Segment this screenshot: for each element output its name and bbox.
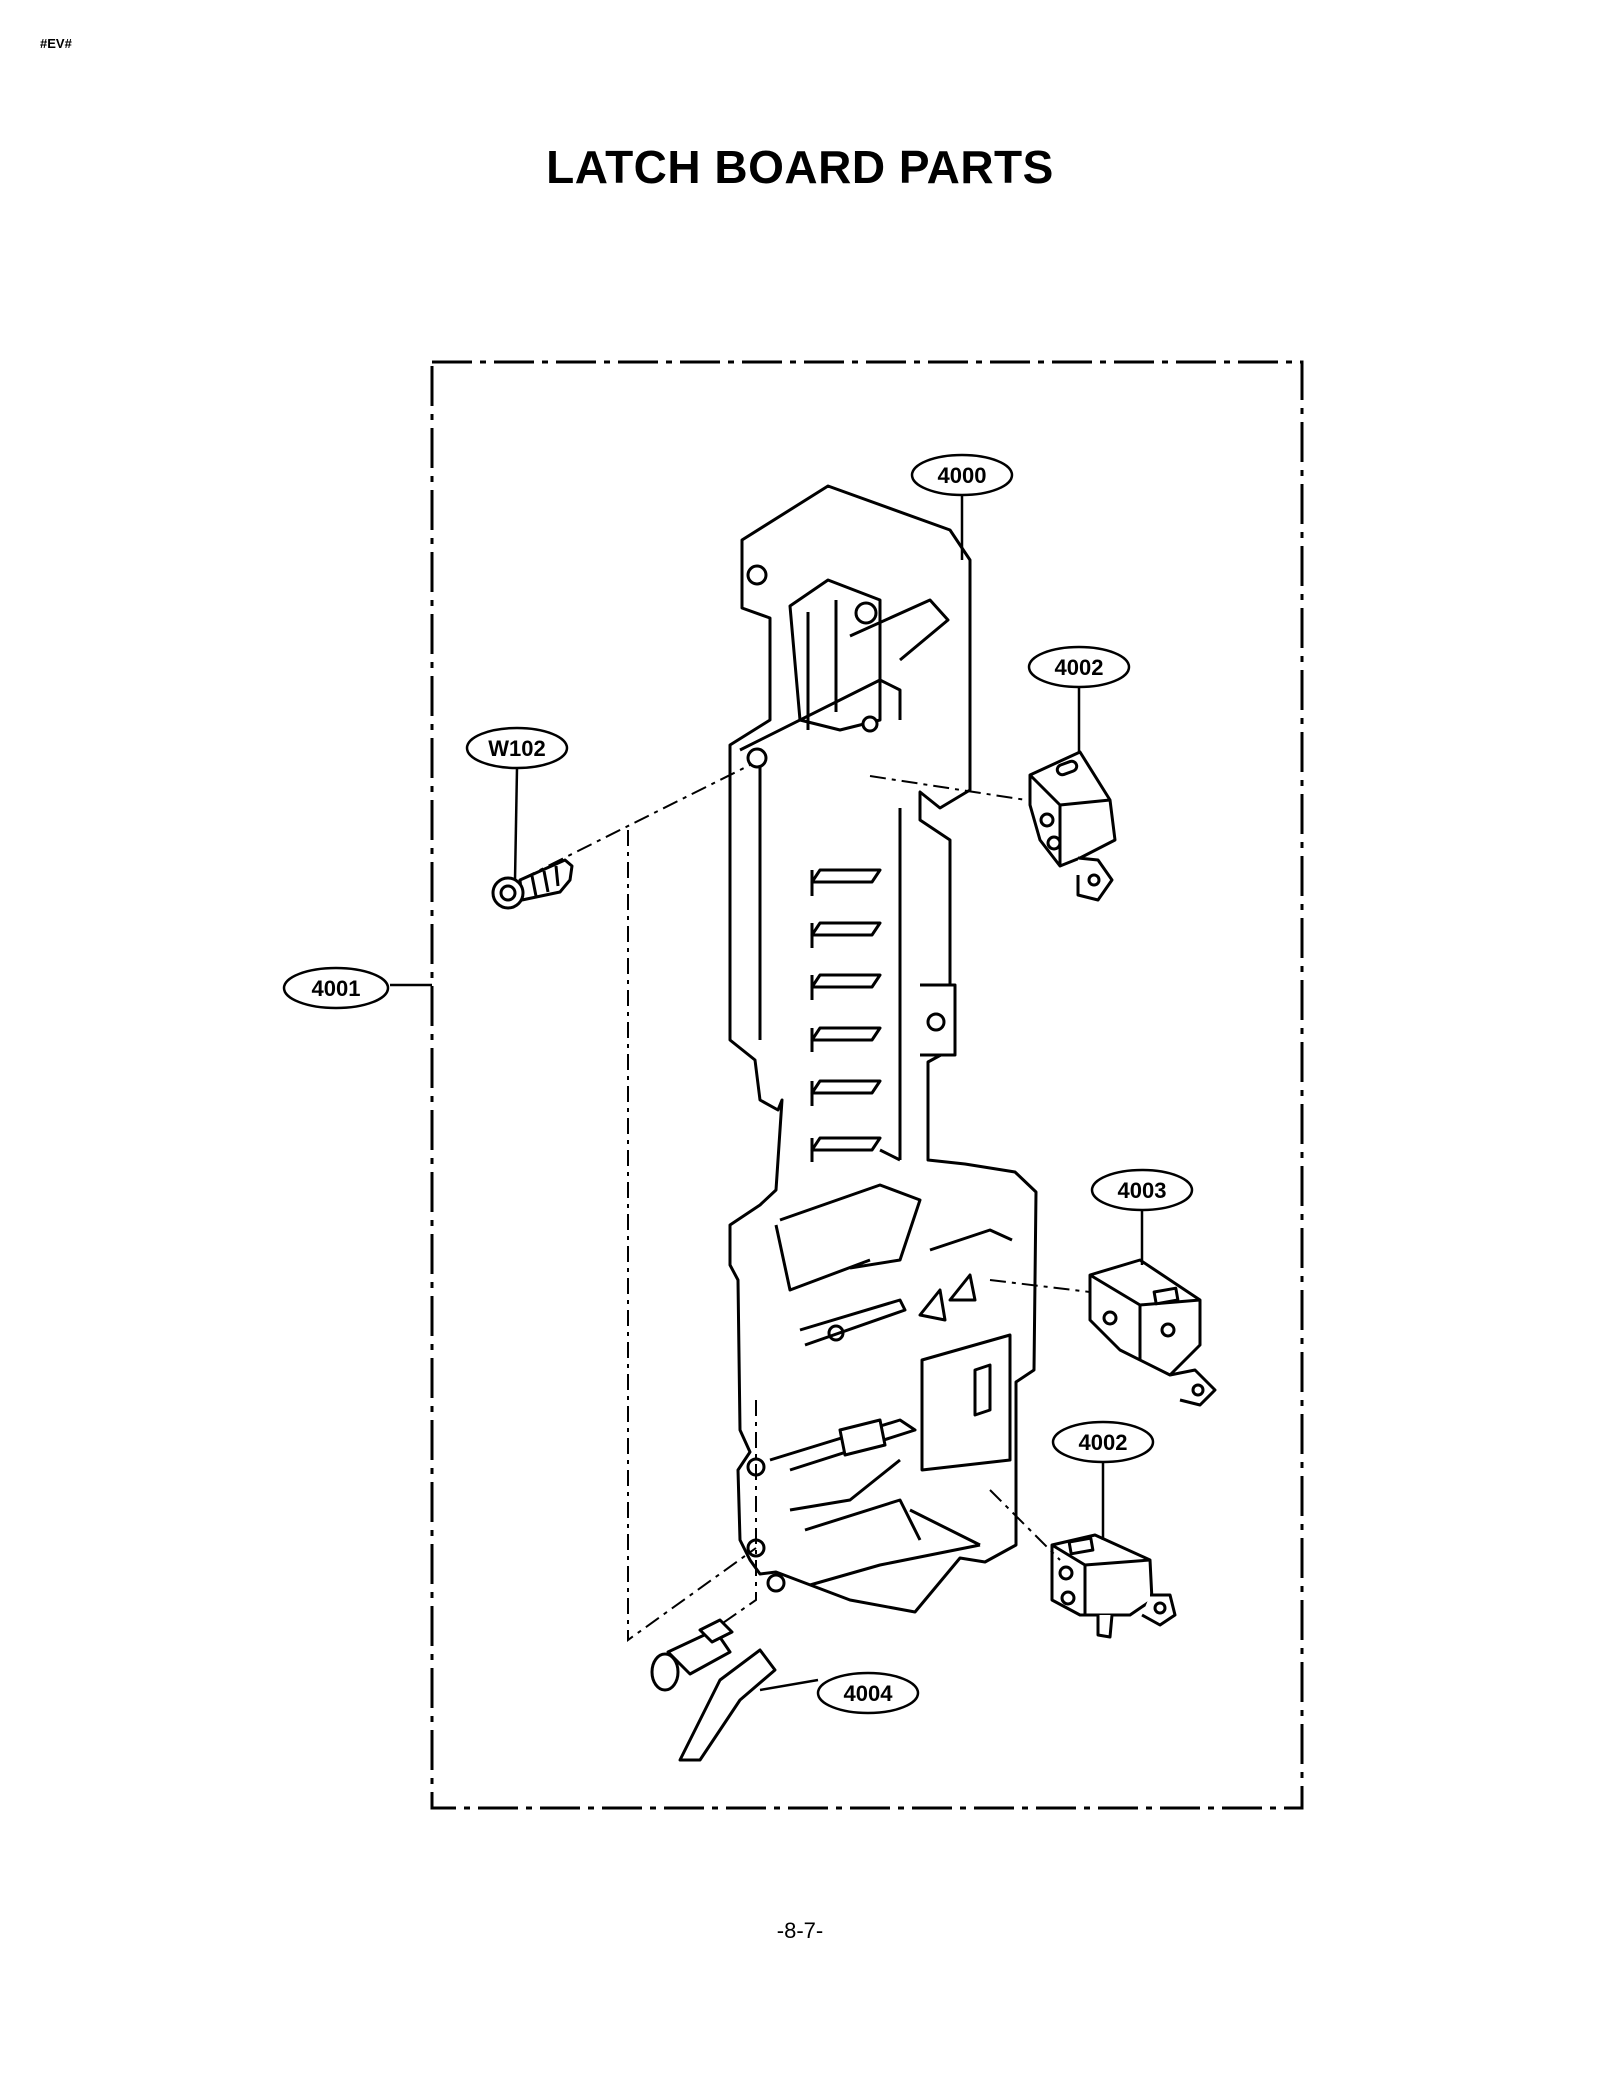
switch-lower-drawing <box>1050 1533 1177 1639</box>
svg-text:4004: 4004 <box>844 1681 894 1706</box>
svg-text:4000: 4000 <box>938 463 987 488</box>
callout-switch-upper: 4002 <box>1027 645 1131 689</box>
leader-lines <box>390 493 1144 1692</box>
callout-lever: 4004 <box>816 1671 920 1715</box>
screw-drawing <box>491 858 574 910</box>
callout-switch-lower: 4002 <box>1051 1420 1155 1464</box>
svg-text:4002: 4002 <box>1055 655 1104 680</box>
switch-upper-drawing <box>1028 750 1117 902</box>
latch-board-drawing <box>728 484 1038 1614</box>
callout-latch-board: 4000 <box>910 453 1014 497</box>
callout-switch-middle: 4003 <box>1090 1168 1194 1212</box>
callout-assembly: 4001 <box>282 966 390 1010</box>
header-tag: #EV# <box>40 36 72 51</box>
svg-text:W102: W102 <box>488 736 545 761</box>
svg-text:4002: 4002 <box>1079 1430 1128 1455</box>
page-title: LATCH BOARD PARTS <box>546 141 1054 193</box>
page-number: -8-7- <box>776 1918 824 1943</box>
assembly-lines <box>519 764 1091 1642</box>
svg-text:4003: 4003 <box>1118 1178 1167 1203</box>
callout-screw: W102 <box>465 726 569 770</box>
svg-text:4001: 4001 <box>312 976 361 1001</box>
lever-drawing <box>650 1618 777 1762</box>
assembly-boundary <box>430 360 1304 1810</box>
switch-middle-drawing <box>1088 1258 1217 1407</box>
